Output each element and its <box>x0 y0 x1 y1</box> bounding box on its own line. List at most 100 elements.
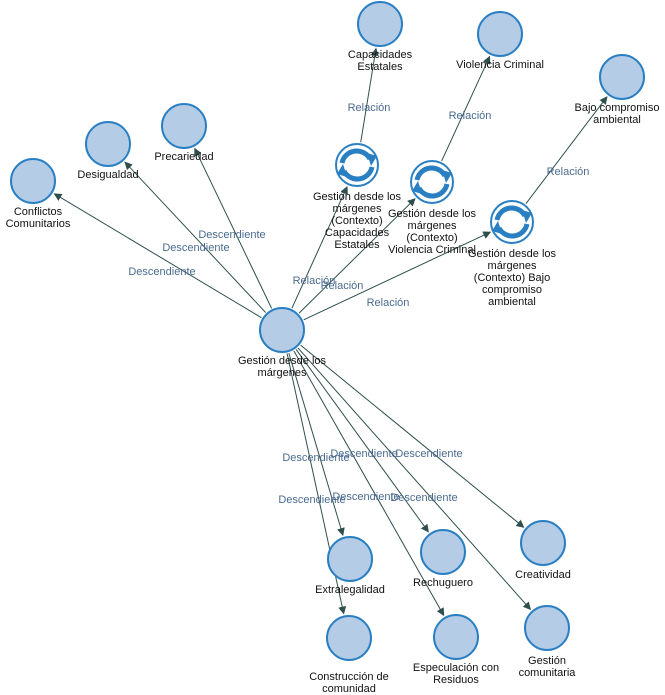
edge-center-to-gestion_comunitaria <box>297 347 532 611</box>
refresh-cycle-icon <box>492 205 532 239</box>
node-circle[interactable] <box>524 605 570 651</box>
node-circle[interactable] <box>10 158 56 204</box>
node-violencia[interactable]: Violencia Criminal <box>456 11 544 71</box>
edge-label-ctx_violencia-to-violencia: Relación <box>449 110 492 122</box>
edge-ctx_bajo-to-bajo <box>525 96 608 204</box>
edge-label-ctx_bajo-to-bajo: Relación <box>547 166 590 178</box>
node-label-line: Construcción de <box>309 671 389 683</box>
node-label-line: Violencia Criminal <box>456 59 544 71</box>
edge-label-center-to-extralegalidad: Descendiente <box>278 494 345 506</box>
node-label-line: Desigualdad <box>77 169 138 181</box>
node-label-line: Bajo compromiso <box>575 102 660 114</box>
node-circle[interactable] <box>85 121 131 167</box>
node-label-line: Capacidades <box>325 227 390 239</box>
node-extralegalidad[interactable]: Extralegalidad <box>315 536 385 596</box>
node-label-line: márgenes <box>408 220 457 232</box>
node-desigualdad[interactable]: Desigualdad <box>77 121 139 181</box>
edge-label-center-to-desigualdad: Descendiente <box>162 242 229 254</box>
refresh-cycle-icon <box>412 165 452 199</box>
node-rechuguero[interactable]: Rechuguero <box>413 529 473 589</box>
edge-center-to-ctx_capacidades <box>291 185 348 309</box>
node-circle[interactable] <box>259 307 305 353</box>
node-circle[interactable] <box>161 103 207 149</box>
edge-center-to-ctx_violencia <box>298 198 416 314</box>
node-label-line: (Contexto) Bajo <box>474 272 550 284</box>
edge-center-to-precariedad <box>194 147 273 309</box>
edge-label-center-to-gestion_comunitaria: Descendiente <box>390 492 457 504</box>
node-label: Extralegalidad <box>315 584 385 596</box>
edge-center-to-especulacion <box>293 350 445 617</box>
edge-ctx_capacidades-to-capacidades <box>360 47 379 143</box>
node-label-line: Comunitarios <box>6 218 71 230</box>
node-label-line: Especulación con <box>413 662 499 674</box>
node-label-line: Capacidades <box>348 49 413 61</box>
node-precariedad[interactable]: Precariedad <box>154 103 214 163</box>
edge-label-ctx_capacidades-to-capacidades: Relación <box>348 102 391 114</box>
node-label-line: Conflictos <box>14 206 63 218</box>
node-circle[interactable] <box>599 54 645 100</box>
node-circle[interactable] <box>357 1 403 47</box>
edge-label-center-to-ctx_capacidades: Relación <box>293 275 336 287</box>
node-circle[interactable] <box>433 614 479 660</box>
edge-label-center-to-precariedad: Descendiente <box>198 229 265 241</box>
node-label: Violencia Criminal <box>456 59 544 71</box>
node-label-line: (Contexto) <box>406 232 457 244</box>
node-label-line: Violencia Criminal <box>388 244 476 256</box>
node-label-line: Extralegalidad <box>315 584 385 596</box>
node-circle[interactable] <box>420 529 466 575</box>
edge-center-to-rechuguero <box>295 349 429 533</box>
edge-center-to-extralegalidad <box>288 352 345 536</box>
node-label: Rechuguero <box>413 577 473 589</box>
node-label-line: comunitaria <box>519 667 577 679</box>
node-label-line: ambiental <box>593 114 641 126</box>
node-label-line: márgenes <box>333 203 382 215</box>
node-label: Precariedad <box>154 151 213 163</box>
refresh-cycle-icon <box>337 148 377 182</box>
node-label-line: Gestión <box>528 655 566 667</box>
node-label-line: Estatales <box>357 61 403 73</box>
node-label-line: Gestión desde los <box>468 248 557 260</box>
edge-label-center-to-creatividad: Descendiente <box>395 448 462 460</box>
node-circle[interactable] <box>520 520 566 566</box>
edge-center-to-conflictos <box>53 193 262 319</box>
node-label-line: ambiental <box>488 296 536 308</box>
edge-label-center-to-conflictos: Descendiente <box>128 266 195 278</box>
edge-labels-layer: DescendienteDescendienteDescendienteRela… <box>128 102 589 506</box>
node-circle[interactable] <box>327 536 373 582</box>
node-label-line: Residuos <box>433 674 479 686</box>
node-label-line: Gestión desde los <box>238 355 327 367</box>
node-circle[interactable] <box>477 11 523 57</box>
edge-label-center-to-especulacion: Descendiente <box>330 448 397 460</box>
node-label-line: Gestión desde los <box>388 208 477 220</box>
node-label-line: márgenes <box>488 260 537 272</box>
edges-layer <box>53 47 608 617</box>
node-circle[interactable] <box>326 615 372 661</box>
node-creatividad[interactable]: Creatividad <box>515 520 571 581</box>
edge-label-center-to-ctx_bajo: Relación <box>367 297 410 309</box>
node-label-line: Rechuguero <box>413 577 473 589</box>
edge-ctx_violencia-to-violencia <box>441 55 491 162</box>
edge-label-center-to-ctx_violencia: Relación <box>321 280 364 292</box>
edge-center-to-ctx_bajo <box>303 231 492 321</box>
